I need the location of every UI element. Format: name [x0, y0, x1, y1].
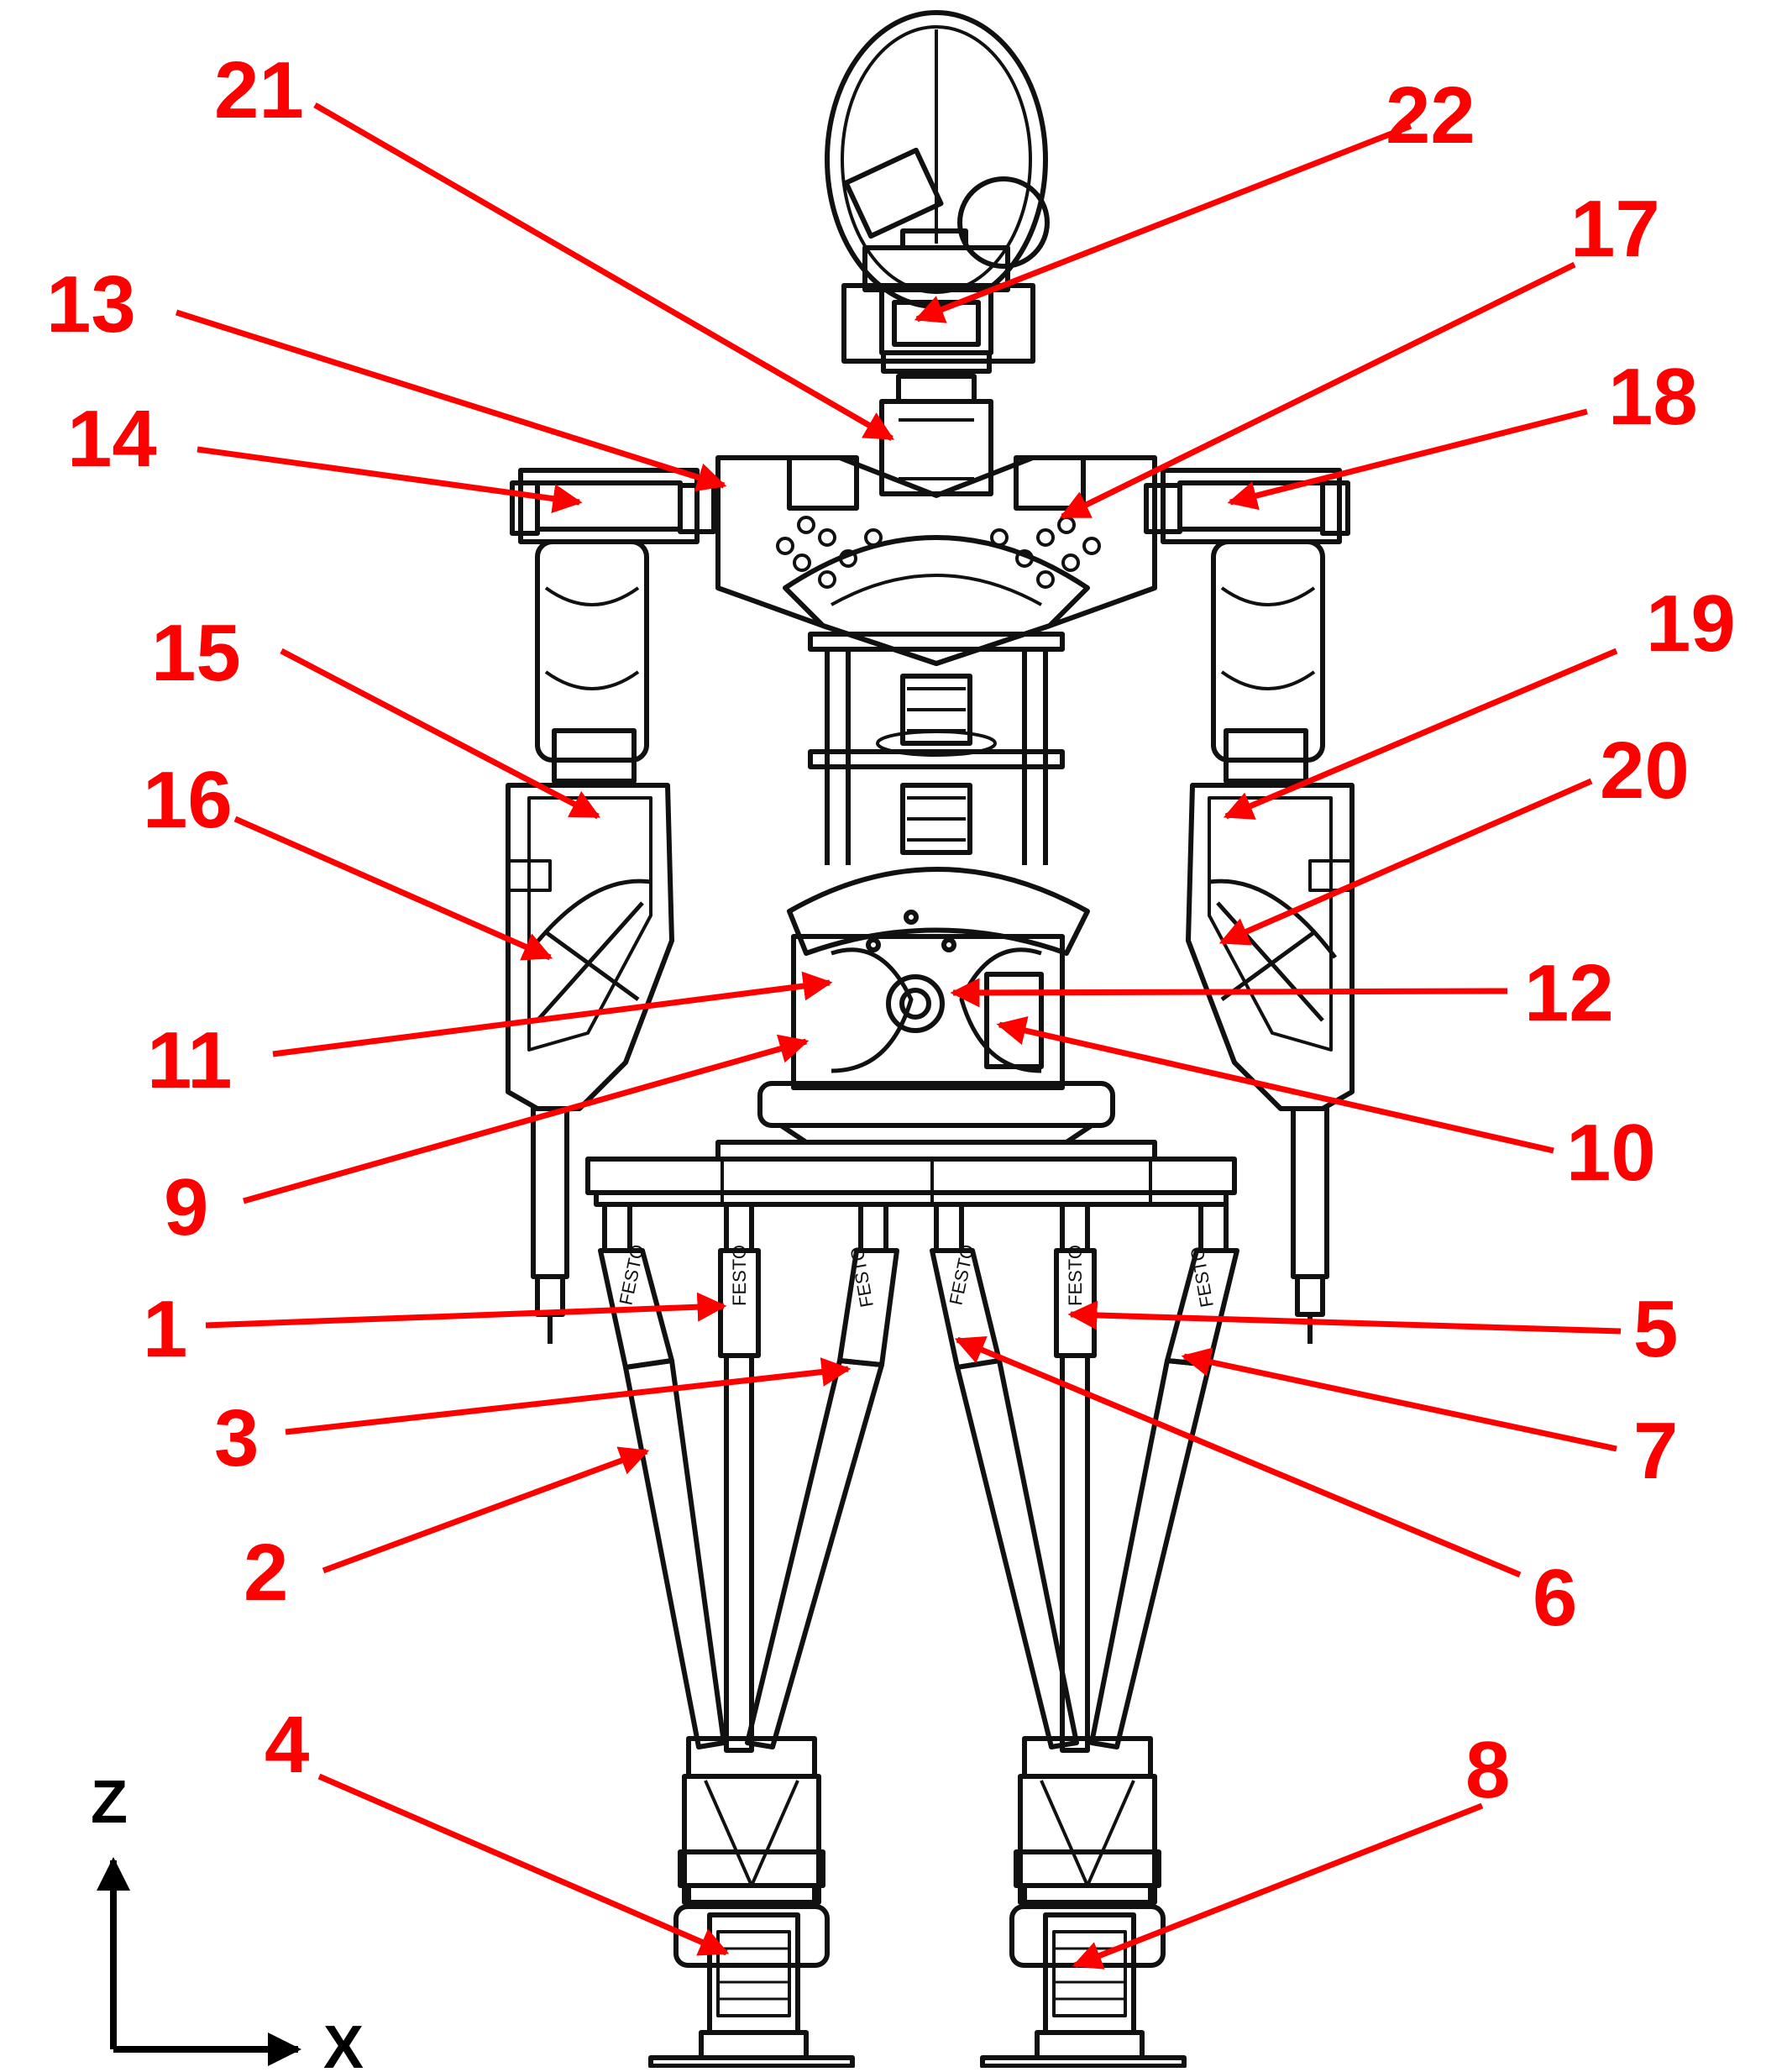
callout-label-19: 19 — [1646, 579, 1736, 669]
svg-text:FESTO: FESTO — [729, 1245, 750, 1306]
leader-19 — [1223, 648, 1618, 820]
callout-label-13: 13 — [46, 260, 136, 349]
callout-label-8: 8 — [1465, 1725, 1510, 1815]
callout-label-18: 18 — [1608, 352, 1698, 442]
leader-13 — [175, 309, 727, 492]
callout-label-10: 10 — [1566, 1108, 1656, 1198]
left-foot — [648, 1736, 855, 2069]
left-arm — [506, 468, 716, 1344]
callout-label-3: 3 — [214, 1393, 259, 1483]
right-arm — [1144, 468, 1355, 1344]
leader-12 — [950, 978, 1508, 1008]
leader-8 — [1072, 1802, 1484, 1970]
leader-15 — [280, 648, 601, 820]
neck — [879, 374, 993, 496]
leader-10 — [996, 1015, 1554, 1154]
callout-label-17: 17 — [1570, 184, 1660, 274]
leader-9 — [243, 1034, 810, 1204]
leader-7 — [1181, 1347, 1617, 1452]
x-axis-label: X — [323, 2014, 364, 2068]
z-axis-label: Z — [91, 1769, 128, 1836]
svg-text:FESTO: FESTO — [1065, 1245, 1086, 1306]
leader-3 — [285, 1357, 852, 1435]
leader-2 — [322, 1446, 650, 1574]
leader-5 — [1067, 1300, 1622, 1335]
leader-22 — [914, 123, 1412, 323]
callout-label-14: 14 — [67, 394, 157, 484]
leader-14 — [197, 446, 583, 514]
callout-label-6: 6 — [1533, 1553, 1577, 1643]
leader-1 — [205, 1292, 727, 1329]
leader-11 — [272, 971, 833, 1057]
callout-label-21: 21 — [214, 45, 304, 135]
leader-6 — [954, 1335, 1522, 1578]
robot-line-drawing: FESTO FESTO FESTO FESTO FESTO FESTO — [506, 10, 1355, 2069]
callout-label-1: 1 — [143, 1284, 187, 1374]
chest — [715, 455, 1157, 666]
leader-20 — [1218, 778, 1593, 946]
svg-text:FESTO: FESTO — [1187, 1245, 1218, 1309]
leader-18 — [1227, 408, 1588, 511]
leader-4 — [317, 1773, 730, 1956]
base-platform — [585, 1157, 1237, 1207]
callout-label-15: 15 — [151, 608, 241, 698]
callout-label-5: 5 — [1633, 1284, 1678, 1374]
callout-label-4: 4 — [265, 1700, 309, 1790]
coordinate-axes: Z X — [91, 1769, 364, 2072]
callout-labels: 1 2 3 4 5 6 7 8 9 10 11 12 13 14 15 16 1… — [46, 45, 1736, 1815]
callout-label-9: 9 — [164, 1162, 208, 1252]
leader-16 — [233, 816, 553, 961]
callout-label-12: 12 — [1524, 948, 1614, 1038]
callout-leader-lines — [175, 102, 1622, 1970]
pelvis — [715, 867, 1157, 1162]
leader-17 — [1059, 261, 1576, 520]
callout-label-20: 20 — [1600, 726, 1690, 816]
leader-21 — [313, 102, 895, 442]
callout-label-11: 11 — [147, 1015, 232, 1105]
callout-label-16: 16 — [143, 755, 233, 845]
callout-label-7: 7 — [1633, 1406, 1678, 1496]
head — [825, 10, 1050, 374]
callout-label-22: 22 — [1386, 71, 1475, 160]
right-foot — [980, 1736, 1187, 2069]
left-leg-struts: FESTO FESTO FESTO — [598, 1202, 899, 1753]
right-leg-struts: FESTO FESTO FESTO — [930, 1202, 1239, 1753]
callout-label-2: 2 — [244, 1528, 288, 1618]
spine — [808, 632, 1065, 865]
